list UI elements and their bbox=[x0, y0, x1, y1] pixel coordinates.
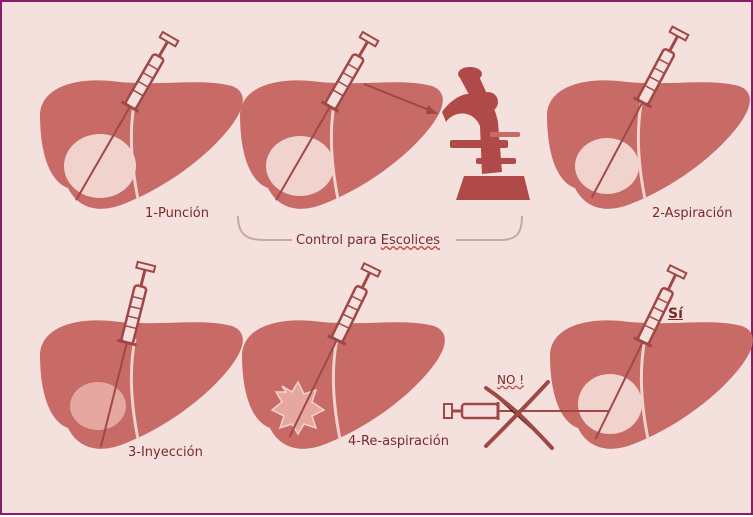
label-aspiracion: 2-Aspiración bbox=[652, 206, 732, 221]
liver-inyeccion bbox=[40, 262, 243, 450]
microscope-icon bbox=[442, 67, 530, 200]
label-control-word: Escolices bbox=[381, 233, 440, 248]
liver-puncion bbox=[40, 32, 243, 209]
label-right: Sí bbox=[668, 306, 683, 322]
liver-control bbox=[240, 32, 443, 209]
liver-correct bbox=[550, 265, 753, 449]
label-inyeccion: 3-Inyección bbox=[128, 445, 203, 460]
liver-reaspiracion bbox=[242, 263, 445, 449]
label-control: Control para Escolices bbox=[296, 233, 440, 248]
label-wrong: NO ! bbox=[497, 373, 524, 387]
label-reaspiracion: 4-Re-aspiración bbox=[348, 434, 449, 449]
liver-aspiracion bbox=[547, 26, 750, 209]
label-control-prefix: Control para bbox=[296, 233, 381, 248]
label-puncion: 1-Punción bbox=[145, 206, 209, 221]
